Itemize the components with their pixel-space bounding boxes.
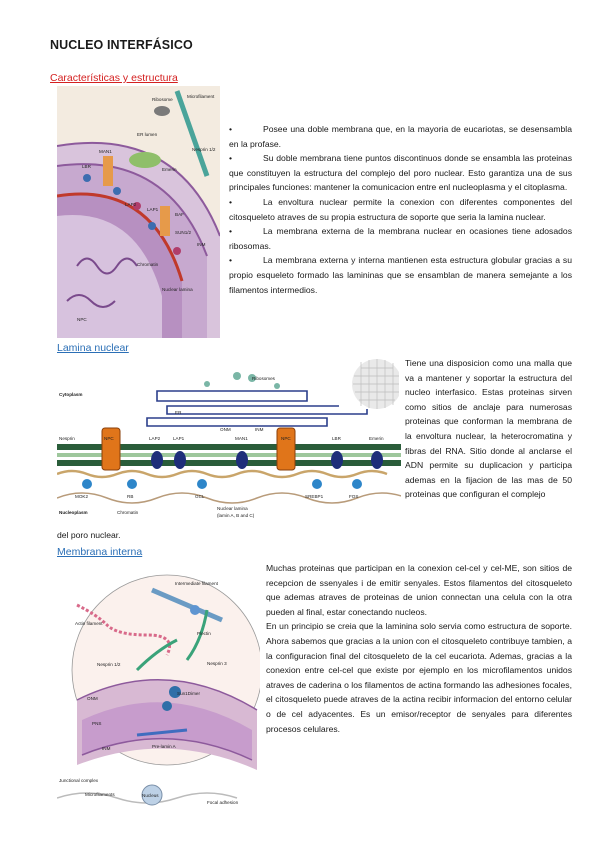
fig2-emerin: Emerin (369, 436, 384, 441)
fig2-inm: INM (255, 427, 264, 432)
fig2-lap1: LAP1 (173, 436, 185, 441)
fig2-rb: RB (127, 494, 133, 499)
bullet-text: Posee una doble membrana que, en la mayo… (229, 124, 572, 149)
fig2-cytoplasm: Cytoplasm (59, 392, 83, 397)
fig2-npc-right: NPC (281, 436, 291, 441)
fig3-nesprin12: Nesprin 1/2 (97, 662, 121, 667)
page-title: NUCLEO INTERFÁSICO (50, 38, 193, 52)
fig1-label: INM (197, 242, 206, 247)
fig2-er: ER (175, 410, 182, 415)
fig2-mok2: MOK2 (75, 494, 88, 499)
fig3-sun1: Sun1Dimer (177, 691, 200, 696)
lamina-mesh-image (339, 354, 399, 409)
fig2-man1: MAN1 (235, 436, 248, 441)
fig3-nesprin3: Nesprin 3 (207, 661, 227, 666)
fig2-fos: FOS (349, 494, 358, 499)
fig3-junctional: Junctional complex (59, 778, 99, 783)
fig3-prelamin: Pre-lamin A (152, 744, 177, 749)
fig2-npc-left: NPC (104, 436, 114, 441)
bullet-icon: • (229, 255, 233, 266)
list-item: •La membrana externa y interna mantienen… (229, 253, 572, 297)
fig1-label: Chromatin (137, 262, 159, 267)
fig3-focal: Focal adhesion (207, 800, 239, 805)
fig1-label: Emerin (162, 167, 177, 172)
bullet-icon: • (229, 226, 233, 237)
fig2-gcl: GCL (195, 494, 205, 499)
fig2-ribosomes: Ribosomes (252, 376, 276, 381)
fig2-onm: ONM (220, 427, 231, 432)
fig3-inm: INM (102, 746, 111, 751)
fig1-label: ER lumen (137, 132, 158, 137)
list-item: •La envoltura nuclear permite la conexio… (229, 195, 572, 224)
caracteristicas-list: •Posee una doble membrana que, en la may… (229, 122, 572, 297)
fig2-lap2: LAP2 (149, 436, 161, 441)
bullet-text: La membrana externa y interna mantienen … (229, 255, 572, 295)
fig2-nuclear-lamina: Nuclear lamina (217, 506, 248, 511)
bullet-text: Su doble membrana tiene puntos discontin… (229, 153, 572, 193)
section-heading-caracteristicas[interactable]: Características y estructura (50, 72, 178, 84)
fig1-label: BAF (175, 212, 184, 217)
lamina-paragraph: Tiene una disposicion como una malla que… (405, 358, 572, 500)
fig3-pns: PNS (92, 721, 101, 726)
fig1-label: Microfilament (187, 94, 215, 99)
fig2-nesprin: Nesprin (59, 436, 75, 441)
fig1-label: LBR (82, 164, 92, 169)
fig2-lbr: LBR (332, 436, 342, 441)
list-item: •La membrana externa de la membrana nucl… (229, 224, 572, 253)
bullet-text: La envoltura nuclear permite la conexion… (229, 196, 572, 222)
membrana-paragraph: En un principio se creia que la laminina… (266, 621, 572, 734)
fig3-intermediate: Intermediate filament (175, 581, 219, 586)
fig1-label: MAN1 (99, 149, 112, 154)
membrana-paragraph: Muchas proteinas que participan en la co… (266, 563, 572, 617)
bullet-text: La membrana externa de la membrana nucle… (229, 226, 572, 251)
fig1-label: SUN1/2 (175, 230, 192, 235)
fig1-label: Nuclear lamina (162, 287, 193, 292)
bullet-icon: • (229, 124, 233, 134)
fig2-lamins: (lamin A, B and C) (217, 513, 255, 518)
section-heading-lamina-nuclear[interactable]: Lamina nuclear (57, 342, 129, 354)
fig3-microfilaments: Microfilaments (85, 792, 115, 797)
fig3-actin: Actin filament (75, 621, 103, 626)
fig1-label: LAP1 (147, 207, 159, 212)
fig1-label: NPC (77, 317, 87, 322)
fig2-chromatin: Chromatin (117, 510, 139, 515)
section-heading-membrana-interna[interactable]: Membrana interna (57, 546, 143, 558)
fig2-srebp1: SREBP1 (305, 494, 324, 499)
list-item: •Posee una doble membrana que, en la may… (229, 122, 572, 151)
fig1-label: Nesprin 1/2 (192, 147, 216, 152)
membrana-interna-figure: Intermediate filament Actin filament Ple… (57, 560, 260, 807)
fig1-label: LAP2 (125, 202, 137, 207)
fig1-label: Ribosome (152, 97, 173, 102)
list-item: •Su doble membrana tiene puntos disconti… (229, 151, 572, 195)
fig3-plectin: Plectin (197, 631, 211, 636)
nuclear-envelope-figure: Ribosome Microfilament ER lumen Nesprin … (57, 86, 220, 338)
bullet-icon: • (229, 196, 233, 207)
bullet-icon: • (229, 153, 233, 164)
lamina-nuclear-text: Tiene una disposicion como una malla que… (405, 356, 572, 502)
fig2-nucleoplasm: Nucleoplasm (59, 510, 88, 515)
fig3-onm: ONM (87, 696, 98, 701)
membrana-interna-text: Muchas proteinas que participan en la co… (266, 561, 572, 736)
fig3-nucleus: Nucleus (142, 793, 159, 798)
lamina-paragraph-tail: del poro nuclear. (57, 530, 121, 540)
